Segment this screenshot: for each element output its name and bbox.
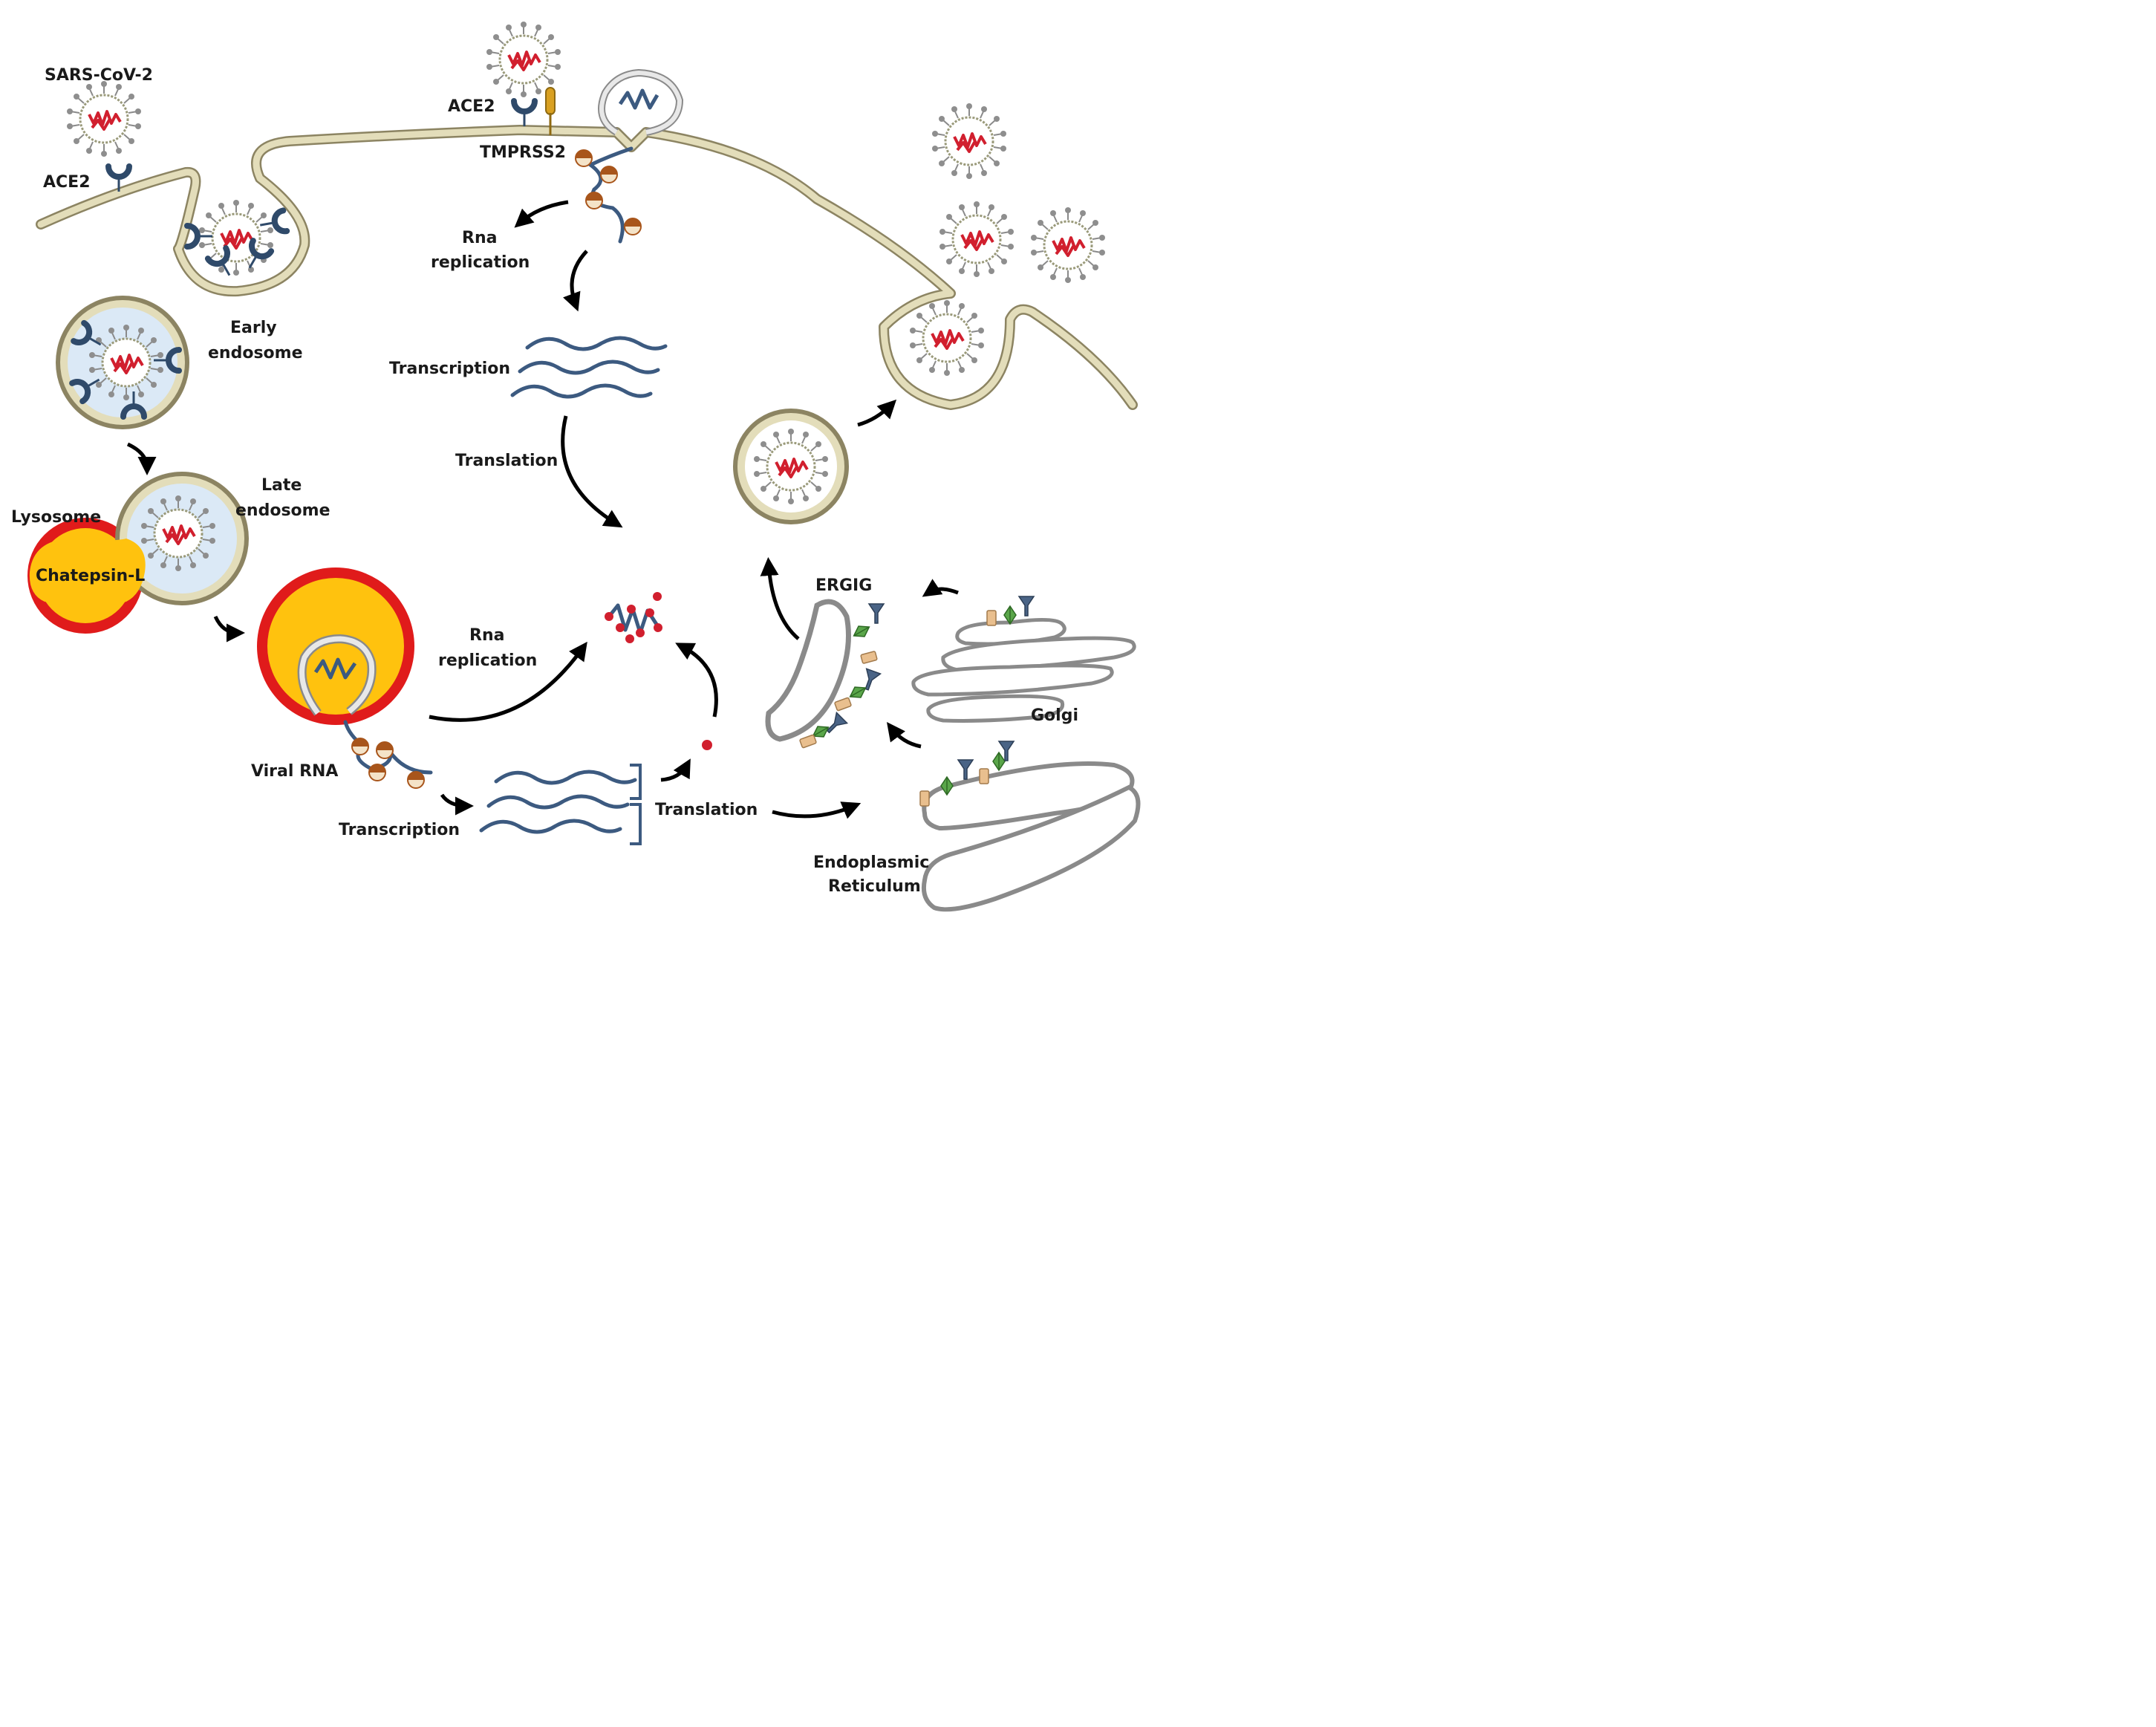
ergic-compartment: [765, 599, 885, 749]
tmprss2-protease-icon: [545, 87, 556, 135]
ribosome-icon: [368, 764, 386, 781]
viral-protein-icon: [822, 712, 848, 738]
arrow: [561, 415, 623, 528]
viral-protein-icon: [846, 682, 870, 703]
arrow: [772, 801, 862, 819]
label-viral-rna: Viral RNA: [251, 762, 338, 781]
coronavirus-icon: [65, 79, 143, 158]
sars-cov-2-lifecycle-diagram: SARS-CoV-2 ACE2 ACE2 TMPRSS2 Rna replica…: [11, 20, 1141, 912]
ribosome-icon: [575, 149, 593, 167]
arrow: [760, 557, 800, 640]
exocytic-vesicle: [733, 409, 849, 524]
ribosome-icon: [351, 738, 369, 755]
ribosome-icon: [600, 166, 618, 183]
viral-protein-icon: [702, 740, 712, 750]
mrna-transcripts: [510, 336, 668, 399]
label-early-endosome-2: endosome: [208, 344, 303, 362]
arrow: [660, 758, 691, 782]
mrna-transcripts: [479, 770, 637, 834]
viral-protein-icon: [868, 603, 885, 624]
label-cathepsin-l: Chatepsin-L: [36, 567, 145, 585]
label-transcription-bottom: Transcription: [339, 821, 460, 839]
early-endosome: [56, 296, 189, 429]
golgi-apparatus: [911, 596, 1136, 723]
late-endosome: [115, 472, 249, 605]
label-translation-bottom: Translation: [655, 801, 758, 819]
coronavirus-icon: [908, 299, 986, 377]
viral-protein-cluster: [605, 592, 662, 643]
label-er-2: Reticulum: [828, 877, 921, 896]
label-late-endosome-1: Late: [261, 476, 302, 495]
viral-rna-strand: [343, 720, 433, 789]
label-ergig: ERGIG: [815, 576, 872, 595]
label-ace2-left: ACE2: [43, 173, 91, 192]
viral-protein-icon: [850, 621, 873, 642]
arrow: [886, 722, 922, 749]
label-sars-cov-2: SARS-CoV-2: [45, 66, 153, 85]
coronavirus-icon: [938, 200, 1015, 279]
label-tmprss2: TMPRSS2: [480, 143, 566, 162]
label-rna-replication-top-1: Rna: [462, 229, 497, 247]
label-rna-replication-top-2: replication: [431, 253, 530, 272]
viral-protein-icon: [992, 752, 1006, 771]
label-late-endosome-2: endosome: [235, 501, 330, 520]
arrow: [675, 643, 718, 718]
cathepsin-l-region: [29, 539, 146, 605]
viral-protein-icon: [860, 650, 878, 665]
ace2-receptor-icon: [514, 101, 535, 126]
arrow: [440, 793, 474, 816]
label-er-1: Endoplasmic: [813, 853, 929, 872]
cell-membrane: [36, 125, 1138, 410]
label-early-endosome-1: Early: [230, 319, 277, 337]
arrow: [213, 615, 245, 643]
viral-protein-icon: [979, 768, 989, 784]
viral-protein-icon: [798, 734, 818, 749]
viral-rna-strand: [575, 146, 642, 244]
viral-protein-icon: [1018, 596, 1035, 617]
label-rna-replication-bot-1: Rna: [469, 626, 504, 645]
ribosome-icon: [407, 771, 425, 789]
label-translation-top: Translation: [455, 452, 558, 470]
endolysosome-fusion: [257, 567, 414, 725]
arrow: [126, 442, 157, 475]
arrow: [429, 641, 587, 722]
coronavirus-icon: [485, 20, 562, 99]
endoplasmic-reticulum: [919, 741, 1141, 912]
arrow: [563, 250, 588, 312]
viral-protein-icon: [986, 610, 997, 626]
arrow: [922, 579, 959, 597]
label-ace2-top: ACE2: [448, 97, 495, 116]
fusion-membrane-loop: [598, 68, 684, 136]
coronavirus-icon: [1029, 206, 1107, 284]
label-golgi: Golgi: [1031, 706, 1078, 725]
label-transcription-top: Transcription: [389, 360, 510, 378]
viral-protein-icon: [957, 759, 974, 780]
viral-protein-icon: [833, 697, 853, 712]
transcript-bracket: [630, 764, 642, 845]
arrow: [514, 200, 569, 228]
ribosome-icon: [585, 192, 603, 209]
viral-protein-icon: [919, 790, 930, 807]
ribosome-icon: [376, 741, 394, 759]
label-rna-replication-bot-2: replication: [438, 651, 537, 670]
label-lysosome: Lysosome: [11, 508, 101, 527]
ribosome-icon: [624, 218, 642, 235]
arrow: [857, 399, 897, 427]
coronavirus-icon: [931, 102, 1008, 180]
